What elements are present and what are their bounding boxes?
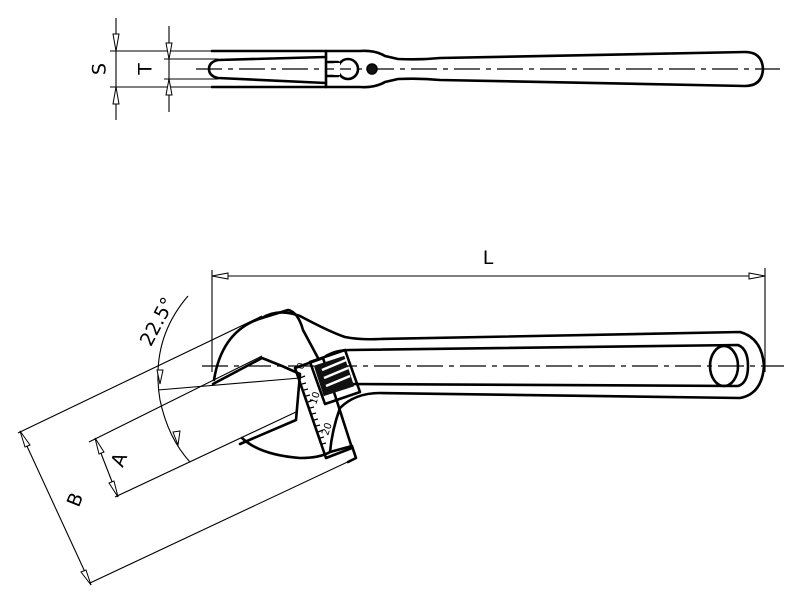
handle-outline: [260, 311, 766, 410]
side-view: S T: [89, 18, 780, 120]
side-slot: [324, 49, 340, 89]
t-label: T: [135, 63, 157, 76]
angle-ref-line: [157, 377, 301, 391]
scale-mark-10: 10: [308, 390, 322, 406]
side-pin-icon: [366, 63, 378, 75]
scale-mark-0: 0: [295, 361, 307, 370]
s-label: S: [89, 63, 111, 75]
b-lower-extension: [89, 457, 357, 584]
scale-mark-20: 20: [320, 421, 334, 437]
front-view: L 0 10: [17, 247, 784, 586]
a-label: A: [107, 450, 132, 470]
angle-label: 22.5°: [136, 294, 180, 350]
worm-gear-icon: [313, 355, 355, 397]
a-lower-extension: [114, 411, 297, 498]
worm-housing: [308, 348, 362, 406]
side-body-outline: [210, 49, 765, 89]
fixed-jaw: [212, 308, 320, 382]
scale-ticks: [299, 375, 327, 445]
lower-hook: [328, 406, 358, 464]
b-upper-extension: [17, 315, 263, 434]
l-label: L: [483, 247, 494, 269]
side-jaw-outline: [207, 55, 328, 85]
b-dim-line: [19, 430, 92, 586]
angle-arc: [157, 295, 191, 463]
handle-inner: [324, 343, 750, 392]
movable-jaw: [211, 356, 302, 446]
lower-jaw-arc: [240, 436, 332, 460]
hang-hole: [708, 344, 740, 388]
a-upper-extension: [88, 355, 263, 443]
b-label: B: [63, 490, 88, 510]
